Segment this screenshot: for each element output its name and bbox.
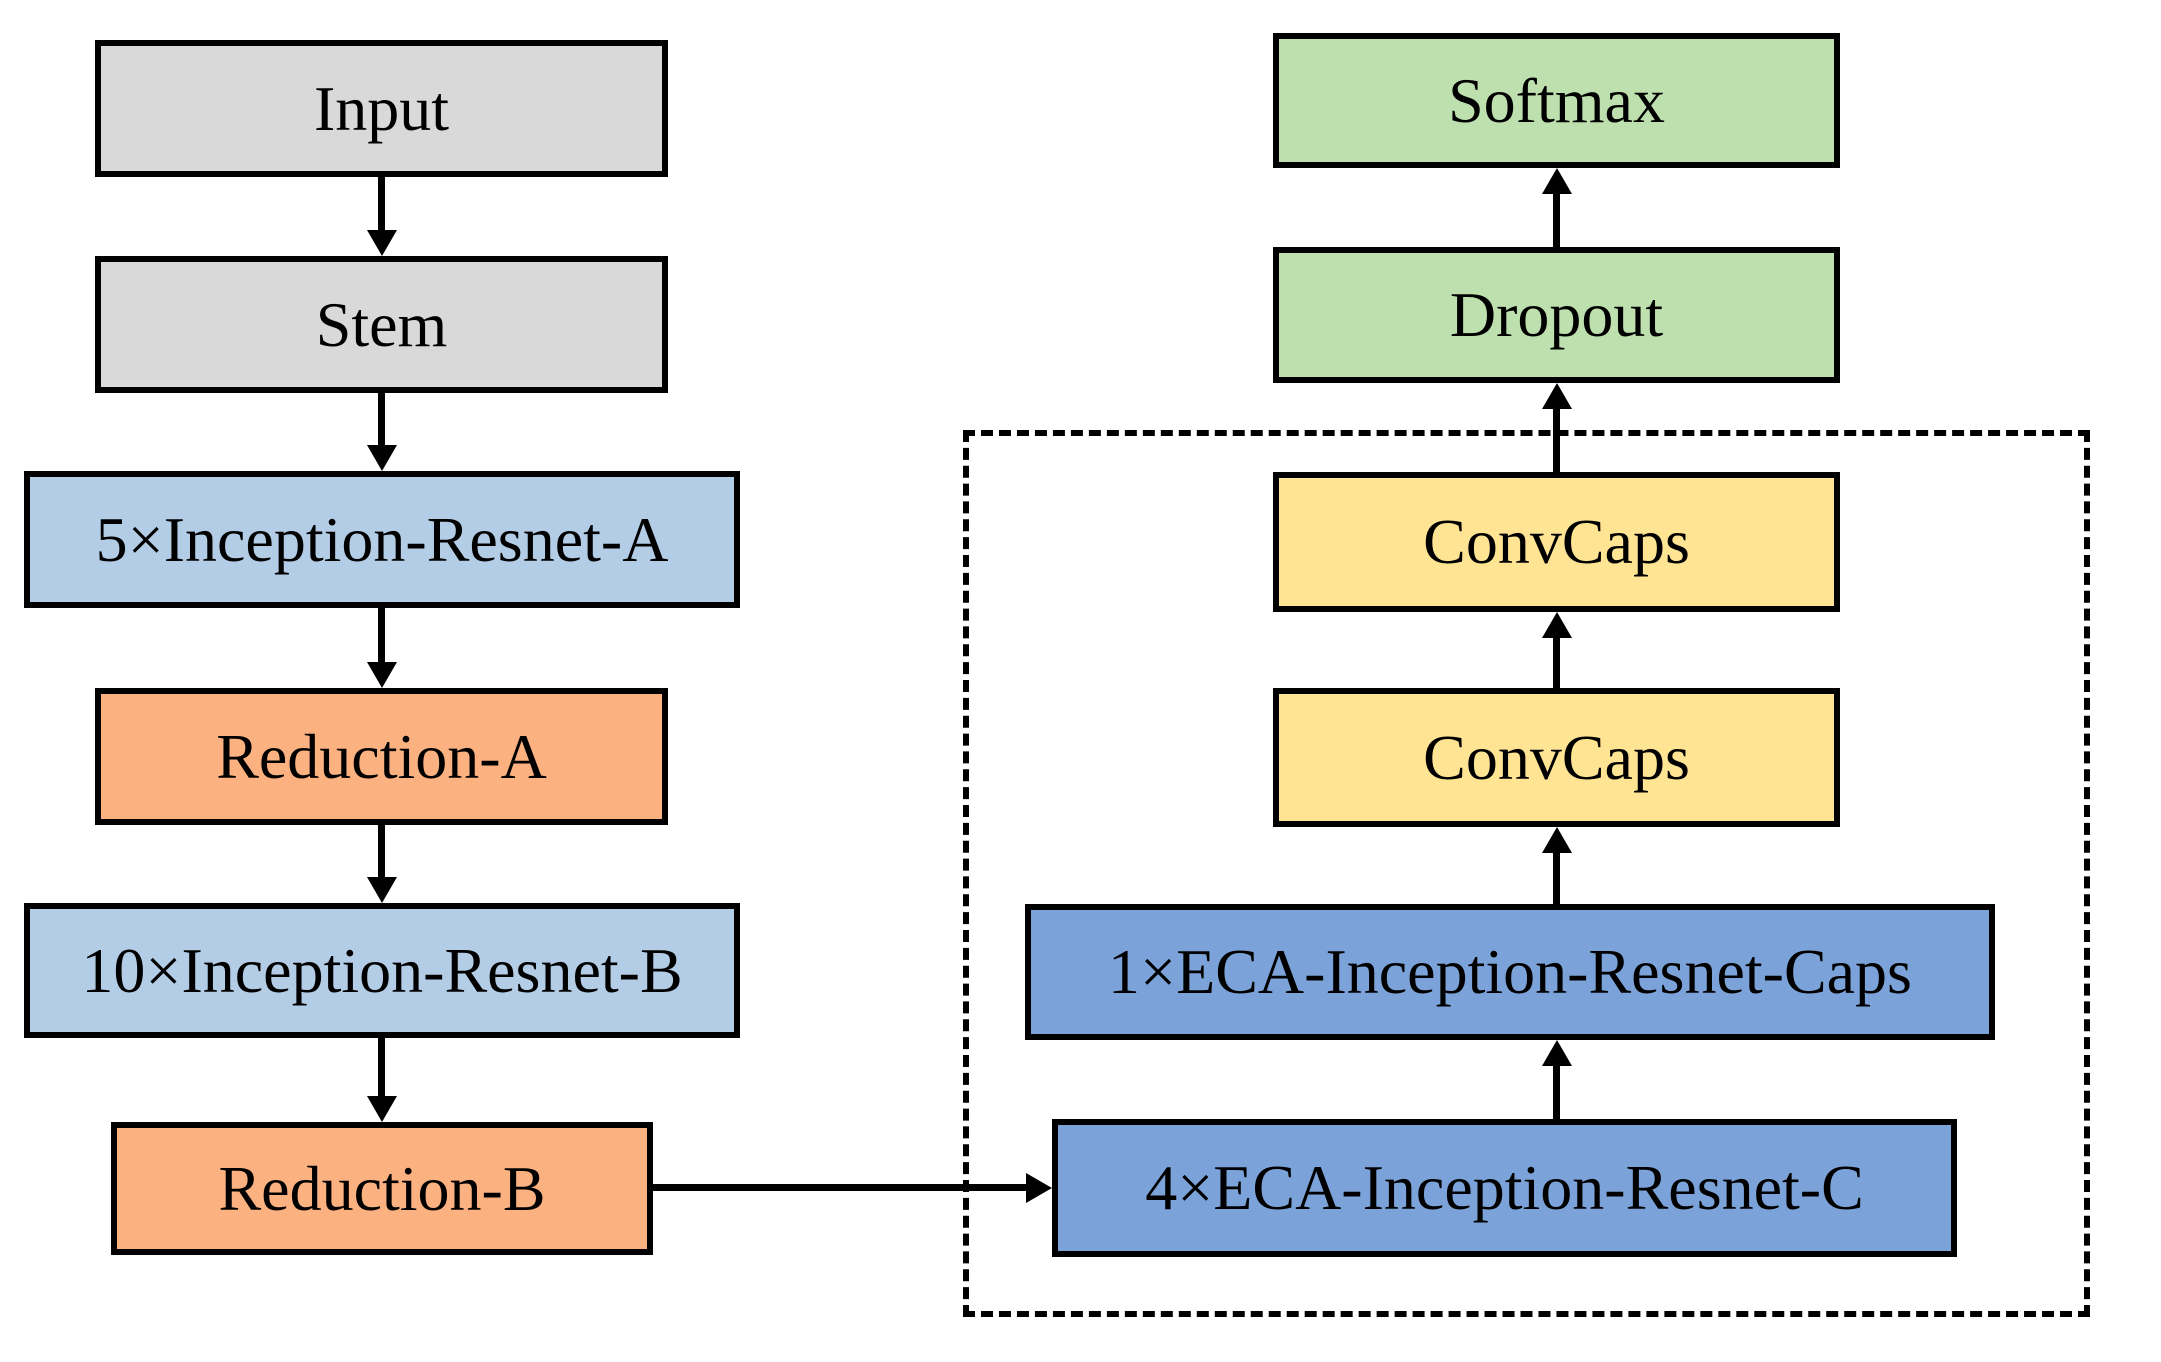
arrowhead-down-icon <box>367 662 397 688</box>
arrow-shaft <box>378 1038 385 1098</box>
node-eca-inception-resnet-caps: 1×ECA-Inception-Resnet-Caps <box>1025 904 1995 1040</box>
node-softmax-label: Softmax <box>1448 64 1665 136</box>
node-eca-inception-resnet-caps-label: 1×ECA-Inception-Resnet-Caps <box>1108 936 1912 1007</box>
node-reduction-b: Reduction-B <box>111 1122 653 1255</box>
arrowhead-up-icon <box>1542 168 1572 194</box>
arrow-shaft <box>378 393 385 447</box>
node-convcaps-lower-label: ConvCaps <box>1423 721 1690 793</box>
node-convcaps-upper-label: ConvCaps <box>1423 506 1690 577</box>
node-eca-inception-resnet-c-label: 4×ECA-Inception-Resnet-C <box>1145 1152 1864 1223</box>
node-inception-resnet-b-label: 10×Inception-Resnet-B <box>81 934 683 1006</box>
arrow-shaft <box>378 608 385 664</box>
arrowhead-up-icon <box>1542 383 1572 409</box>
arrowhead-down-icon <box>367 230 397 256</box>
node-convcaps-lower: ConvCaps <box>1273 688 1840 827</box>
node-inception-resnet-b: 10×Inception-Resnet-B <box>24 903 740 1038</box>
caps-module-outline <box>963 430 2090 1317</box>
arrow-shaft <box>1553 192 1560 247</box>
node-stem-label: Stem <box>315 288 448 360</box>
arrowhead-down-icon <box>367 1096 397 1122</box>
node-reduction-a-label: Reduction-A <box>216 720 547 792</box>
node-inception-resnet-a: 5×Inception-Resnet-A <box>24 471 740 608</box>
node-reduction-b-label: Reduction-B <box>218 1152 546 1224</box>
node-reduction-a: Reduction-A <box>95 688 668 825</box>
node-dropout-label: Dropout <box>1449 279 1664 350</box>
node-dropout: Dropout <box>1273 247 1840 383</box>
node-input-label: Input <box>313 72 450 144</box>
node-softmax: Softmax <box>1273 33 1840 168</box>
node-convcaps-upper: ConvCaps <box>1273 472 1840 612</box>
node-stem: Stem <box>95 256 668 393</box>
node-inception-resnet-a-label: 5×Inception-Resnet-A <box>95 503 669 575</box>
node-eca-inception-resnet-c: 4×ECA-Inception-Resnet-C <box>1052 1119 1957 1257</box>
arrow-shaft <box>378 825 385 879</box>
node-input: Input <box>95 40 668 177</box>
arrow-shaft <box>378 177 385 232</box>
arrowhead-down-icon <box>367 445 397 471</box>
arrowhead-down-icon <box>367 877 397 903</box>
